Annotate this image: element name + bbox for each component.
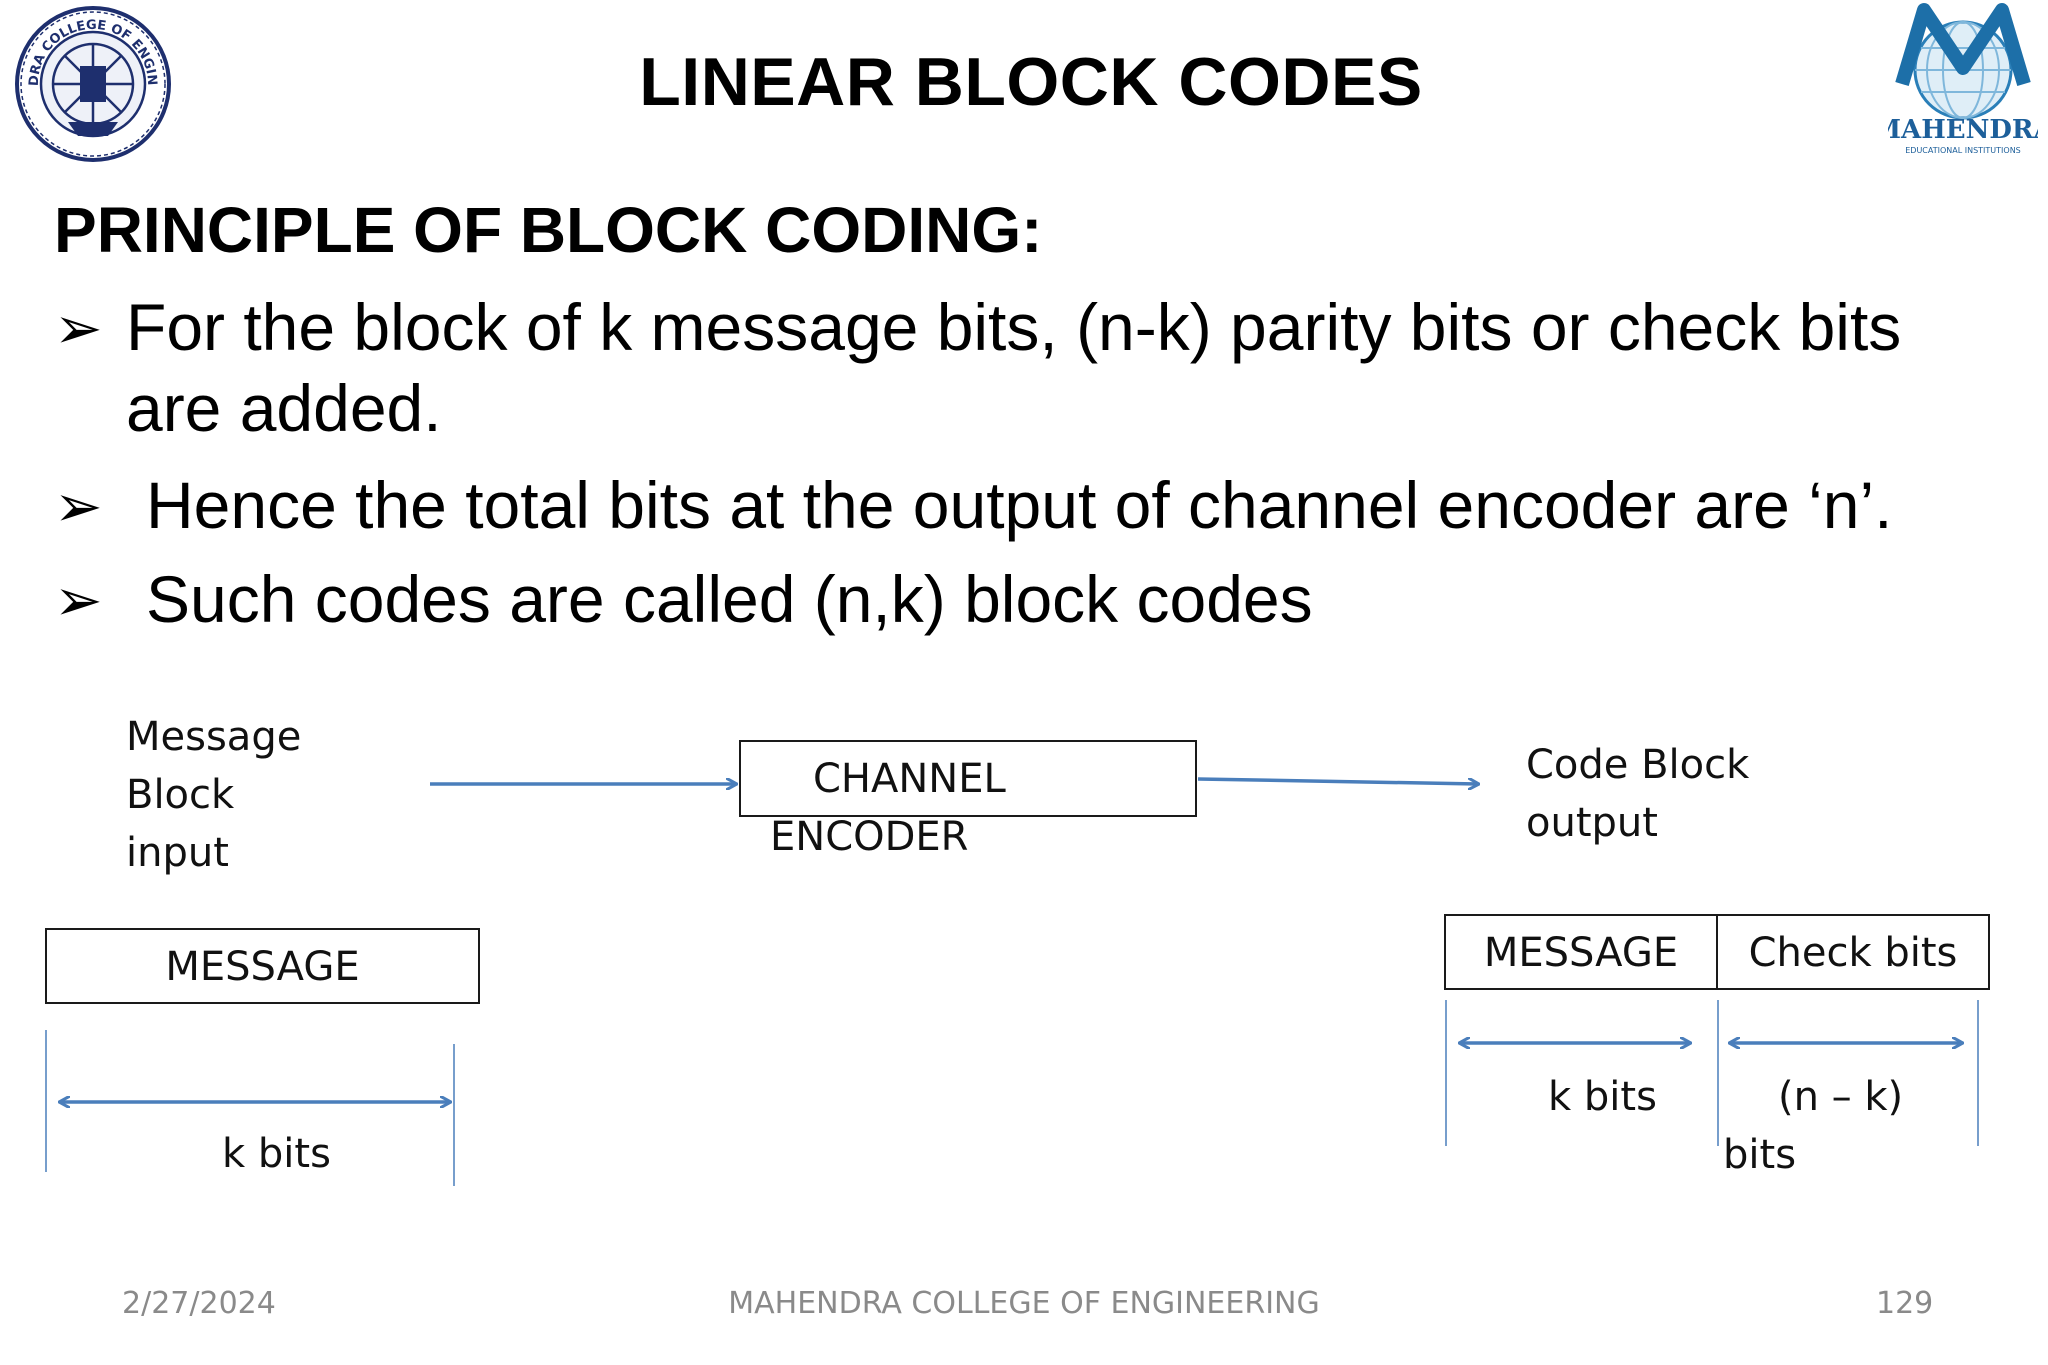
message-block-label: MESSAGE <box>165 944 360 990</box>
bullet-line-1: For the block of k message bits, (n-k) p… <box>126 290 1902 364</box>
bullet-line-1-cont: are added. <box>126 371 442 445</box>
bullet-line-2: Hence the total bits at the output of ch… <box>146 468 1893 542</box>
message-block-box <box>45 928 480 1004</box>
logo-brand-text: MAHENDRA <box>1888 115 2038 145</box>
encoder-label-1: CHANNEL <box>813 756 1006 802</box>
slide-title: LINEAR BLOCK CODES <box>639 44 1423 120</box>
page-number: 129 <box>1876 1286 1934 1321</box>
output-label: Code Block output <box>1526 742 1750 846</box>
bullet-arrow-icon: ➢ <box>54 472 103 540</box>
left-k-bits-label: k bits <box>222 1131 331 1177</box>
bullet-arrow-icon: ➢ <box>54 294 103 362</box>
check-bits-label: Check bits <box>1748 930 1958 976</box>
footer-institution: MAHENDRA COLLEGE OF ENGINEERING <box>728 1286 1320 1321</box>
section-heading: PRINCIPLE OF BLOCK CODING: <box>54 194 1043 266</box>
college-logo: MAHENDRA COLLEGE OF ENGINEERING <box>2 0 178 162</box>
footer-date: 2/27/2024 <box>122 1286 276 1321</box>
bullet-arrow-icon: ➢ <box>54 566 103 634</box>
check-bits-box <box>1716 914 1990 990</box>
logo-sub-text: EDUCATIONAL INSTITUTIONS <box>1905 146 2021 155</box>
bullet-line-3: Such codes are called (n,k) block codes <box>146 562 1313 636</box>
right-k-bits-label: k bits <box>1548 1074 1657 1120</box>
input-label: Message Block input <box>126 714 302 876</box>
output-arrow <box>1197 777 1478 784</box>
n-minus-k-label: (n – k) <box>1778 1074 1904 1120</box>
n-minus-k-bits-label: bits <box>1723 1132 1797 1178</box>
mahendra-logo: MAHENDRA EDUCATIONAL INSTITUTIONS <box>1872 2 2048 164</box>
channel-encoder-box <box>739 740 1197 817</box>
encoder-label-2: ENCODER <box>770 814 969 860</box>
code-message-label: MESSAGE <box>1483 930 1679 976</box>
